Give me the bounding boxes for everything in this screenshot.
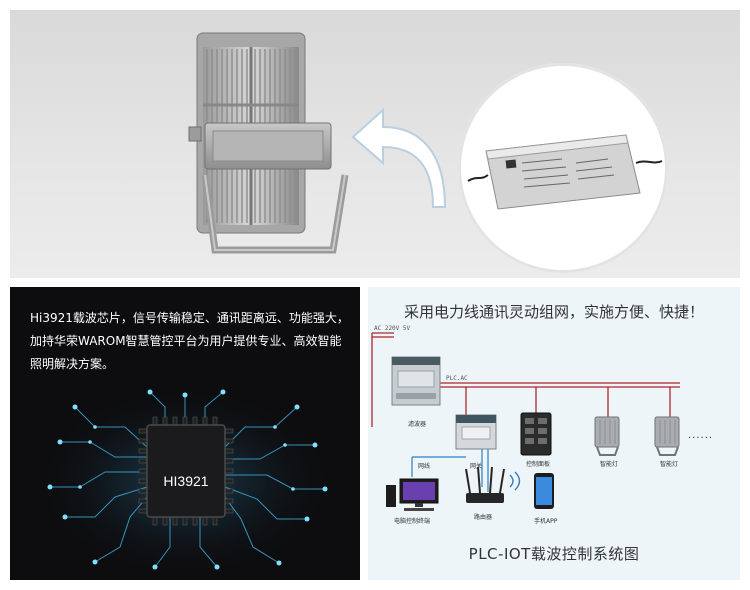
filter-label: 滤波器: [408, 421, 427, 428]
smart-lamp-2: [654, 416, 680, 456]
gateway-device: [455, 414, 497, 450]
smart-lamp-1-label: 智能灯: [600, 461, 619, 468]
chip-intro-panel: Hi3921载波芯片，信号传输稳定、通讯距离远、功能强大， 加持华荣WAROM智…: [10, 287, 360, 580]
wifi-icon: [509, 471, 521, 491]
computer-label: 电脑控制终端: [394, 518, 431, 525]
control-panel-label: 控制面板: [526, 461, 551, 468]
network-diagram: [371, 332, 680, 511]
diagram-caption: PLC-IOT载波控制系统图: [468, 545, 640, 563]
intro-text: Hi3921载波芯片，信号传输稳定、通讯距离远、功能强大， 加持华荣WAROM智…: [30, 307, 350, 376]
phone-device: [534, 473, 554, 509]
product-panel: [10, 10, 740, 278]
intro-line-3: 照明解决方案。: [30, 357, 115, 371]
gateway-label: 网关: [470, 463, 483, 470]
intro-line-1: Hi3921载波芯片，信号传输稳定、通讯距离远、功能强大，: [30, 311, 349, 325]
floodlight-image: [188, 32, 349, 254]
router-device: [465, 466, 505, 503]
curved-arrow-icon: [351, 107, 447, 208]
smart-lamp-2-label: 智能灯: [660, 461, 679, 468]
diagram-headline: 采用电力线通讯灵动组网，实施方便、快捷！: [403, 303, 704, 321]
phone-label: 手机APP: [534, 518, 558, 525]
led-driver-image: [467, 134, 663, 210]
smart-lamp-1: [594, 416, 620, 456]
filter-device: [391, 356, 441, 406]
driver-closeup: [458, 63, 668, 273]
ac-label: AC 220V 5V: [374, 325, 411, 332]
more-lamps-ellipsis: ......: [688, 430, 714, 441]
intro-line-2: 加持华荣WAROM智慧管控平台为用户提供专业、高效智能: [30, 334, 342, 348]
network-cable-label: 网线: [418, 463, 431, 470]
circuit-brain-graphic: [35, 387, 335, 577]
chip-label: HI3921: [163, 473, 209, 489]
plc-diagram-panel: 采用电力线通讯灵动组网，实施方便、快捷！: [368, 287, 740, 580]
router-label: 路由器: [474, 514, 493, 521]
control-panel-device: [520, 412, 552, 456]
plc-label: PLC.AC: [446, 375, 468, 382]
computer-terminal: [386, 478, 439, 511]
